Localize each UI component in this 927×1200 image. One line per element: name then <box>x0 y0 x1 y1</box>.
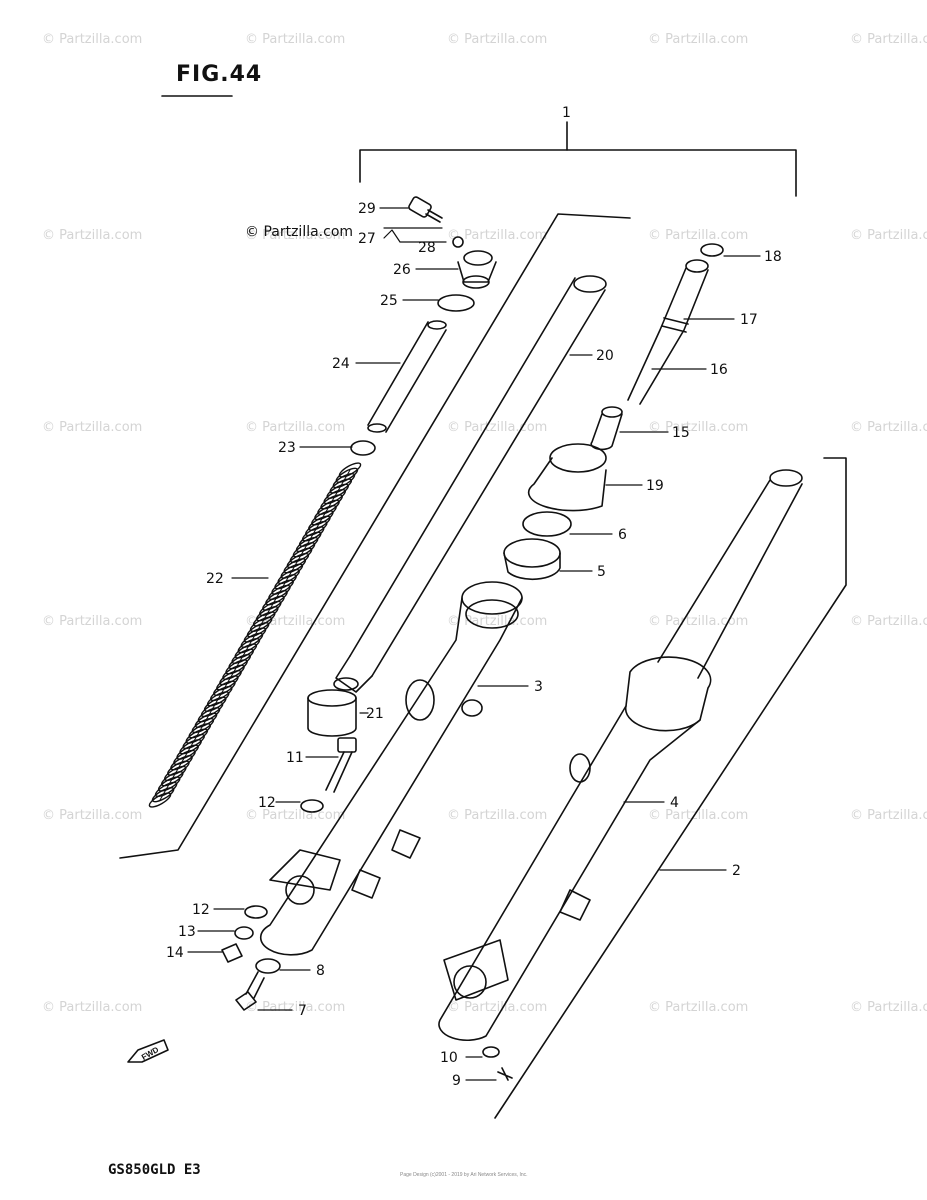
callout-26: 26 <box>393 262 411 278</box>
watermark: © Partzilla.com <box>850 420 927 435</box>
callout-3: 3 <box>534 679 543 695</box>
callout-27: 27 <box>358 231 376 247</box>
part-14-nut <box>221 943 243 963</box>
part-9-bolt <box>497 1067 513 1081</box>
callout-12-upper: 12 <box>258 795 276 811</box>
callout-14: 14 <box>166 945 184 961</box>
watermark: © Partzilla.com <box>850 614 927 629</box>
watermark: © Partzilla.com <box>42 808 143 823</box>
watermark: © Partzilla.com <box>850 808 927 823</box>
callout-8: 8 <box>316 963 325 979</box>
watermark: © Partzilla.com <box>245 1000 346 1015</box>
callout-19: 19 <box>646 478 664 494</box>
part-6-clip <box>522 511 572 537</box>
watermark: © Partzilla.com <box>648 32 749 47</box>
callout-20: 20 <box>596 348 614 364</box>
watermark: © Partzilla.com <box>850 1000 927 1015</box>
leader-lines <box>187 207 761 1081</box>
copyright-label: © Partzilla.com <box>245 224 354 240</box>
part-11-bolt <box>325 737 357 793</box>
watermark: © Partzilla.com <box>42 228 143 243</box>
part-29-screw <box>408 196 443 223</box>
watermark: © Partzilla.com <box>245 420 346 435</box>
part-18-oring <box>700 243 724 257</box>
part-13-washer <box>234 926 254 940</box>
part-15-piece <box>590 406 623 451</box>
callout-18: 18 <box>764 249 782 265</box>
part-21-bushing <box>307 689 357 737</box>
part-7-bolt <box>235 971 265 1011</box>
watermark: © Partzilla.com <box>447 808 548 823</box>
part-24-spacer <box>367 320 447 433</box>
callout-16: 16 <box>710 362 728 378</box>
part-26-cap-bolt <box>457 250 497 289</box>
fwd-arrow <box>127 1039 169 1063</box>
watermark: © Partzilla.com <box>245 228 346 243</box>
callout-4: 4 <box>670 795 679 811</box>
callout-29: 29 <box>358 201 376 217</box>
part-23-washer <box>350 440 376 456</box>
part-16-damper-rod <box>627 259 709 405</box>
part-3-outer-tube-left <box>259 581 523 956</box>
callout-7: 7 <box>298 1003 307 1019</box>
part-25-oring <box>437 294 475 312</box>
watermark: © Partzilla.com <box>245 808 346 823</box>
callout-13: 13 <box>178 924 196 940</box>
watermark: © Partzilla.com <box>42 1000 143 1015</box>
spring-coil <box>148 792 172 808</box>
watermark: © Partzilla.com <box>447 1000 548 1015</box>
part-22-spring <box>148 462 362 808</box>
part-8-washer <box>255 958 281 974</box>
watermark: © Partzilla.com <box>447 420 548 435</box>
model-code: GS850GLD E3 <box>108 1162 201 1178</box>
part-10-washer <box>482 1046 500 1058</box>
callout-23: 23 <box>278 440 296 456</box>
page-credit: Page Design (c)2001 - 2019 by Ari Networ… <box>400 1172 528 1178</box>
callout-1: 1 <box>562 105 571 121</box>
callout-6: 6 <box>618 527 627 543</box>
watermark: © Partzilla.com <box>447 228 548 243</box>
part-4-fork-assembly <box>438 469 803 1042</box>
part-20-inner-tube <box>333 275 607 693</box>
watermark: © Partzilla.com <box>648 808 749 823</box>
group-outline-right <box>494 457 847 1119</box>
watermark: © Partzilla.com <box>648 1000 749 1015</box>
watermark: © Partzilla.com <box>447 32 548 47</box>
assembly-bracket <box>359 149 797 197</box>
callout-11: 11 <box>286 750 304 766</box>
callout-9: 9 <box>452 1073 461 1089</box>
watermark: © Partzilla.com <box>648 420 749 435</box>
group-outline-left <box>119 213 631 859</box>
callout-21: 21 <box>366 706 384 722</box>
callout-22: 22 <box>206 571 224 587</box>
figure-title: FIG.44 <box>176 62 263 87</box>
callout-28: 28 <box>418 240 436 256</box>
watermark: © Partzilla.com <box>245 32 346 47</box>
callout-10: 10 <box>440 1050 458 1066</box>
watermark: © Partzilla.com <box>42 614 143 629</box>
part-12-washer-lower <box>244 905 268 919</box>
callout-25: 25 <box>380 293 398 309</box>
watermark: © Partzilla.com <box>42 32 143 47</box>
watermark: © Partzilla.com <box>648 228 749 243</box>
watermark: © Partzilla.com <box>447 614 548 629</box>
part-28-oring <box>452 236 464 248</box>
part-19-dust-seal <box>527 443 607 512</box>
callout-12-lower: 12 <box>192 902 210 918</box>
watermark: © Partzilla.com <box>42 420 143 435</box>
callout-24: 24 <box>332 356 350 372</box>
watermark: © Partzilla.com <box>850 228 927 243</box>
watermark: © Partzilla.com <box>850 32 927 47</box>
callout-17: 17 <box>740 312 758 328</box>
callout-15: 15 <box>672 425 690 441</box>
part-12-washer-upper <box>300 799 324 813</box>
callout-5: 5 <box>597 564 606 580</box>
watermark: © Partzilla.com <box>648 614 749 629</box>
part-5-oil-seal <box>503 538 561 581</box>
callout-2: 2 <box>732 863 741 879</box>
